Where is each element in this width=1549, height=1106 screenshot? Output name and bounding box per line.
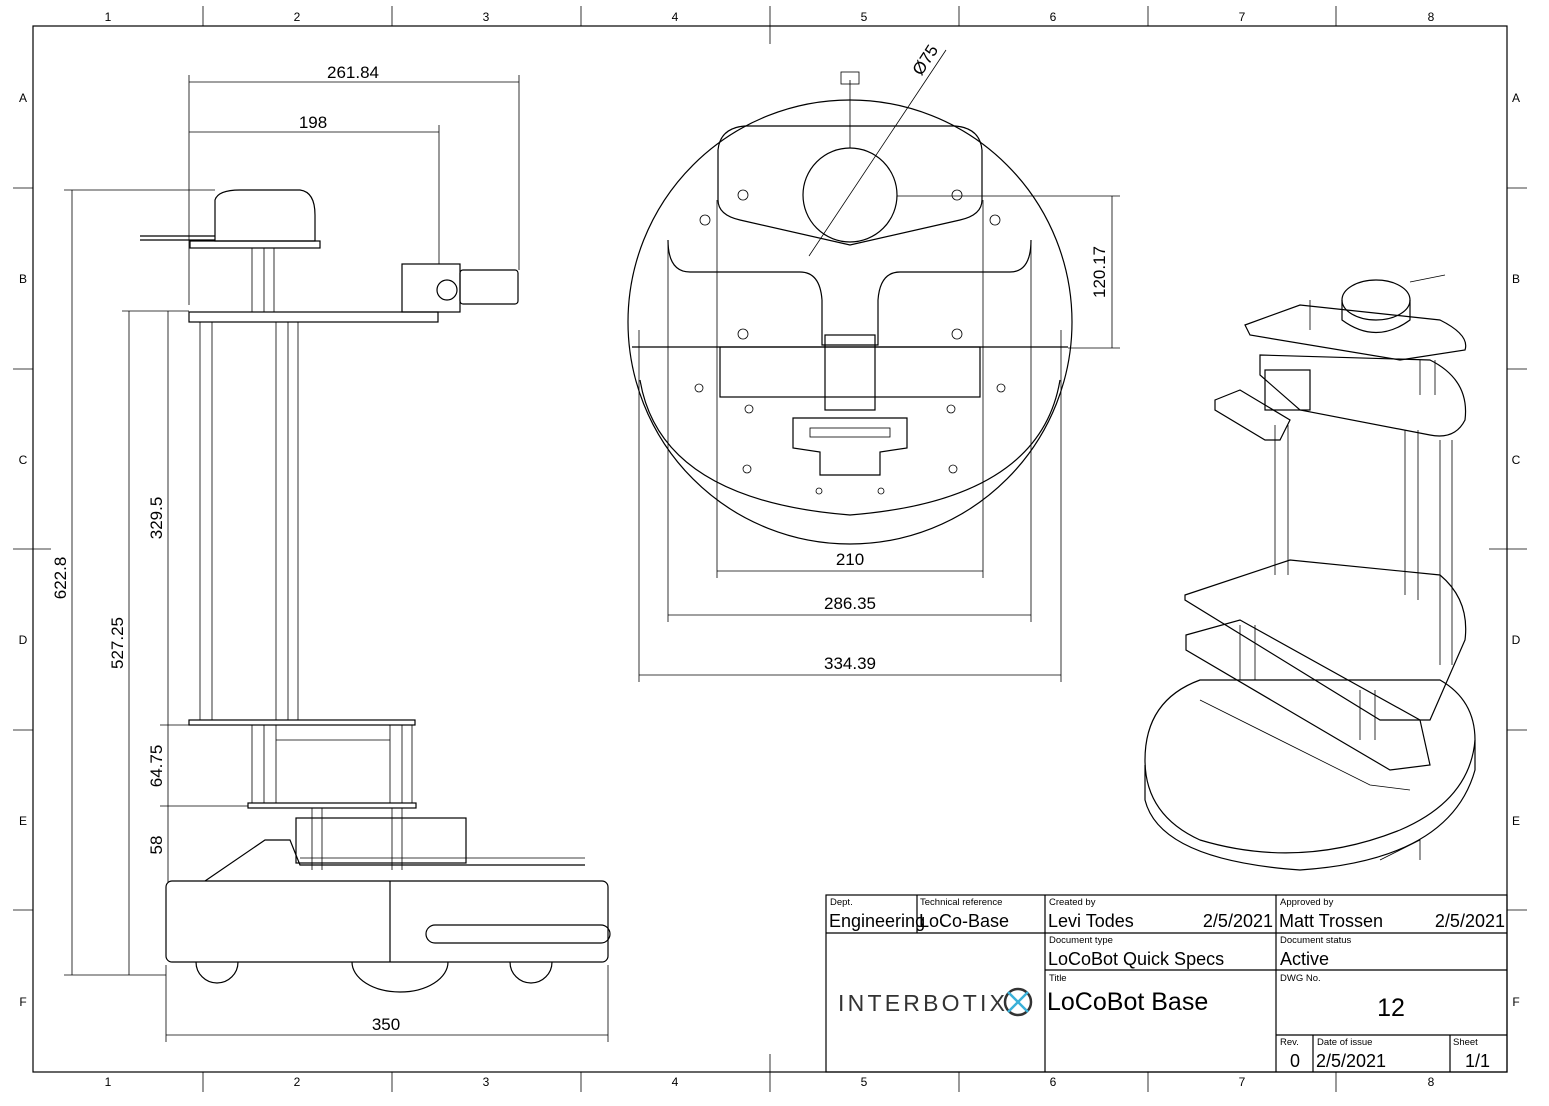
techref-label: Technical reference <box>920 897 1002 908</box>
dimension-label: 120.17 <box>1090 246 1109 298</box>
dept-label: Dept. <box>830 897 853 908</box>
column-label: 3 <box>483 10 490 24</box>
row-label: D <box>1512 633 1521 647</box>
row-label: D <box>19 633 28 647</box>
dwg-no-label: DWG No. <box>1280 973 1321 984</box>
dimension-label: 210 <box>836 550 864 569</box>
dimension-label: 198 <box>299 113 327 132</box>
sheet-label: Sheet <box>1453 1037 1478 1048</box>
dimension-label: 286.35 <box>824 594 876 613</box>
column-label: 8 <box>1428 1075 1435 1089</box>
row-label: C <box>19 453 28 467</box>
column-label: 2 <box>294 1075 301 1089</box>
dimension-label: 329.5 <box>147 497 166 540</box>
dimension-label: 261.84 <box>327 63 379 82</box>
dimension-label: 622.8 <box>51 557 70 600</box>
document-type-value: LoCoBot Quick Specs <box>1048 949 1224 969</box>
approved-by-value: Matt Trossen <box>1279 911 1383 931</box>
row-label: F <box>19 995 26 1009</box>
issue-date-label: Date of issue <box>1317 1037 1372 1048</box>
column-label: 6 <box>1050 10 1057 24</box>
approved-date: 2/5/2021 <box>1435 911 1505 931</box>
row-label: E <box>1512 814 1520 828</box>
created-by-value: Levi Todes <box>1048 911 1134 931</box>
column-label: 5 <box>861 1075 868 1089</box>
dimension-label: Ø75 <box>909 41 942 78</box>
column-label: 4 <box>672 10 679 24</box>
row-label: C <box>1512 453 1521 467</box>
drawing-frame: 1 2 3 4 5 6 7 8 1 2 3 4 5 6 7 8 A B C D … <box>13 6 1527 1092</box>
dimension-label: 64.75 <box>147 745 166 788</box>
dimension-label: 334.39 <box>824 654 876 673</box>
isometric-view <box>1144 274 1476 871</box>
dwg-no-value: 12 <box>1377 994 1405 1022</box>
row-label: A <box>19 91 27 105</box>
row-label: A <box>1512 91 1520 105</box>
row-label: F <box>1512 995 1519 1009</box>
created-by-label: Created by <box>1049 897 1096 908</box>
column-label: 3 <box>483 1075 490 1089</box>
column-label: 8 <box>1428 10 1435 24</box>
title-label: Title <box>1049 973 1067 984</box>
created-date: 2/5/2021 <box>1203 911 1273 931</box>
column-label: 2 <box>294 10 301 24</box>
column-label: 1 <box>105 1075 112 1089</box>
title-block: Dept. Engineering Technical reference Lo… <box>825 894 1508 1073</box>
drawing-title: LoCoBot Base <box>1047 988 1208 1016</box>
column-label: 6 <box>1050 1075 1057 1089</box>
dept-value: Engineering <box>829 911 925 931</box>
interbotix-logo: INTERBOTIX <box>838 987 1033 1017</box>
approved-by-label: Approved by <box>1280 897 1334 908</box>
row-label: B <box>19 272 27 286</box>
column-label: 4 <box>672 1075 679 1089</box>
column-label: 7 <box>1239 1075 1246 1089</box>
row-label: B <box>1512 272 1520 286</box>
document-status-value: Active <box>1280 949 1329 969</box>
dimension-label: 350 <box>372 1015 400 1034</box>
side-view: 261.84 198 622.8 527.25 329.5 64.75 58 3… <box>51 63 611 1042</box>
dimension-label: 58 <box>147 836 166 855</box>
column-label: 1 <box>105 10 112 24</box>
rev-value: 0 <box>1290 1051 1300 1071</box>
top-view: Ø75 120.17 210 286.35 334.39 <box>627 41 1120 682</box>
row-label: E <box>19 814 27 828</box>
logo-text: INTERBOTIX <box>838 990 1008 1016</box>
techref-value: LoCo-Base <box>919 911 1009 931</box>
sheet-value: 1/1 <box>1465 1051 1490 1071</box>
column-label: 5 <box>861 10 868 24</box>
rev-label: Rev. <box>1280 1037 1299 1048</box>
column-label: 7 <box>1239 10 1246 24</box>
document-type-label: Document type <box>1049 935 1113 946</box>
logo-x-icon <box>1003 987 1033 1017</box>
document-status-label: Document status <box>1280 935 1352 946</box>
dimension-label: 527.25 <box>108 617 127 669</box>
issue-date-value: 2/5/2021 <box>1316 1051 1386 1071</box>
